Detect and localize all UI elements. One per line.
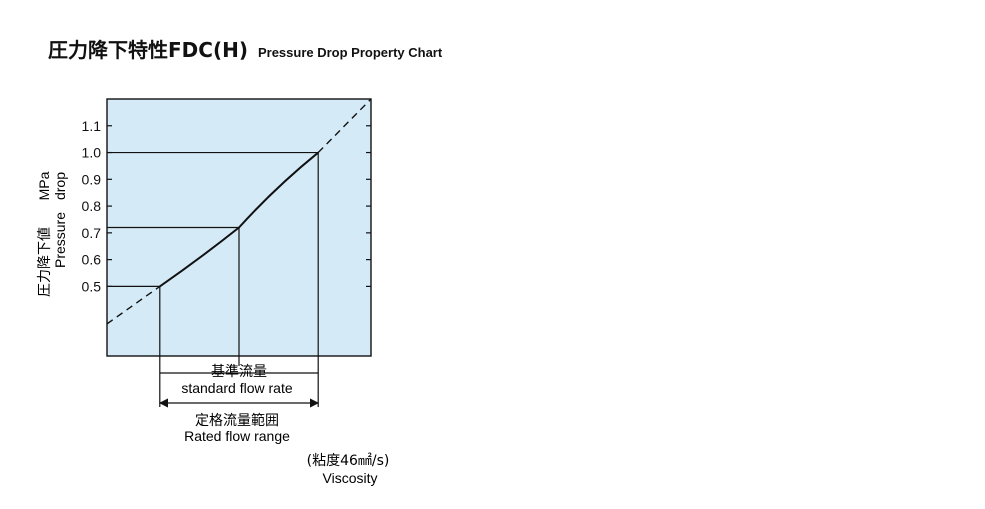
rated-range-label-jp: 定格流量範囲 <box>195 412 279 429</box>
y-tick-label: 0.5 <box>82 278 102 294</box>
y-axis-label-unit: MPa <box>36 171 52 200</box>
pressure-curve-extrapolated <box>106 285 161 325</box>
rated-range-label-en: Rated flow range <box>184 428 290 444</box>
y-axis-label-en-2: drop <box>52 172 68 200</box>
pressure-curve <box>159 151 319 288</box>
title-row: 圧力降下特性FDC(H) Pressure Drop Property Char… <box>48 34 442 63</box>
viscosity-label-en: Viscosity <box>323 470 378 486</box>
y-tick-label: 1.0 <box>82 145 102 161</box>
y-tick-label: 0.6 <box>82 252 102 268</box>
y-tick-label: 1.1 <box>82 118 102 134</box>
pressure-curve-extrapolated <box>317 98 372 154</box>
y-tick-label: 0.7 <box>82 225 102 241</box>
y-axis-label-jp: 圧力降下値 <box>37 227 53 297</box>
y-tick-label: 0.8 <box>82 198 102 214</box>
y-tick-label: 0.9 <box>82 171 102 187</box>
viscosity-label-jp: (粘度46㎟/s) <box>307 453 390 469</box>
y-axis-label-en-1: Pressure <box>52 212 68 268</box>
standard-flow-label-jp: 基準流量 <box>211 363 267 380</box>
standard-flow-label-en: standard flow rate <box>181 380 292 396</box>
page-title: 圧力降下特性FDC(H) <box>48 38 248 62</box>
page-subtitle: Pressure Drop Property Chart <box>257 45 443 60</box>
